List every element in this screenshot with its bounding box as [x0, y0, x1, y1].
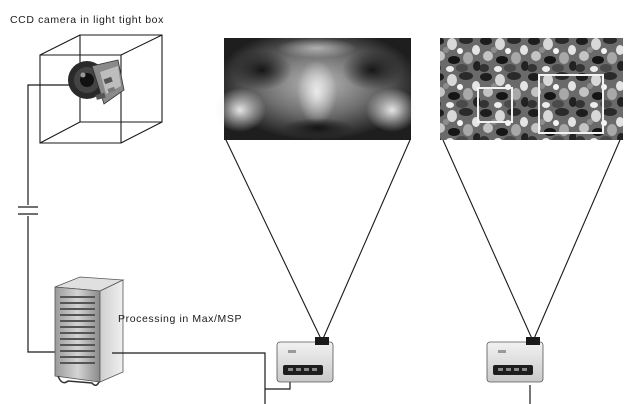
camera-cable	[18, 84, 70, 353]
projection-image-face	[214, 38, 418, 140]
projection-beams	[225, 139, 621, 342]
projector-icon	[276, 337, 334, 383]
projection-image-noise	[440, 38, 623, 140]
projector-icon	[486, 337, 544, 383]
projector-cables	[112, 352, 531, 404]
computer-tower-icon	[54, 276, 125, 386]
camera-box-label: CCD camera in light tight box	[10, 14, 164, 26]
ccd-camera-icon	[68, 59, 125, 105]
processing-label: Processing in Max/MSP	[118, 313, 242, 325]
